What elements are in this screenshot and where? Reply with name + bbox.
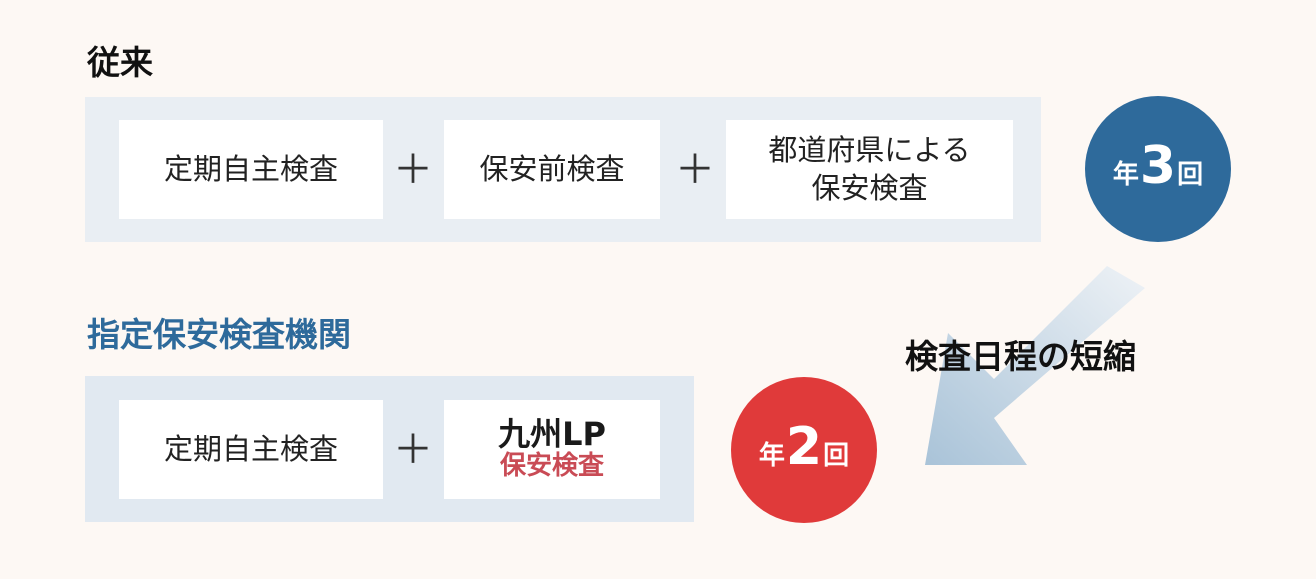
badge-number: 3 <box>1139 136 1177 196</box>
two-times-badge: 年 2 回 <box>731 377 877 523</box>
box-label: 定期自主検査 <box>163 151 338 186</box>
three-times-badge: 年 3 回 <box>1085 96 1231 242</box>
badge-suffix: 回 <box>1177 160 1204 190</box>
box-label-line1: 都道府県による <box>768 132 971 167</box>
plus-icon: ＋ <box>393 427 433 473</box>
badge-suffix: 回 <box>823 441 850 471</box>
box-label: 保安前検査 <box>479 151 625 186</box>
schedule-shortening-label: 検査日程の短縮 <box>905 337 1136 376</box>
badge-number: 2 <box>785 417 823 477</box>
down-left-arrow-icon <box>925 266 1145 465</box>
designated-self-inspection-box: 定期自主検査 <box>119 400 383 499</box>
designated-heading: 指定保安検査機関 <box>87 315 351 354</box>
kyushu-lp-inspection-box: 九州LP 保安検査 <box>444 400 660 499</box>
conventional-self-inspection-box: 定期自主検査 <box>119 120 383 219</box>
pre-safety-inspection-box: 保安前検査 <box>444 120 660 219</box>
box-label-line2: 保安検査 <box>811 170 928 205</box>
badge-prefix: 年 <box>1112 160 1139 190</box>
plus-icon: ＋ <box>675 147 715 193</box>
prefecture-inspection-box: 都道府県による 保安検査 <box>726 120 1013 219</box>
box-label: 定期自主検査 <box>163 431 338 466</box>
plus-icon: ＋ <box>393 147 433 193</box>
brand-name: 九州LP <box>498 414 606 453</box>
brand-sub-label: 保安検査 <box>499 451 604 482</box>
badge-prefix: 年 <box>758 441 785 471</box>
conventional-heading: 従来 <box>87 43 153 82</box>
